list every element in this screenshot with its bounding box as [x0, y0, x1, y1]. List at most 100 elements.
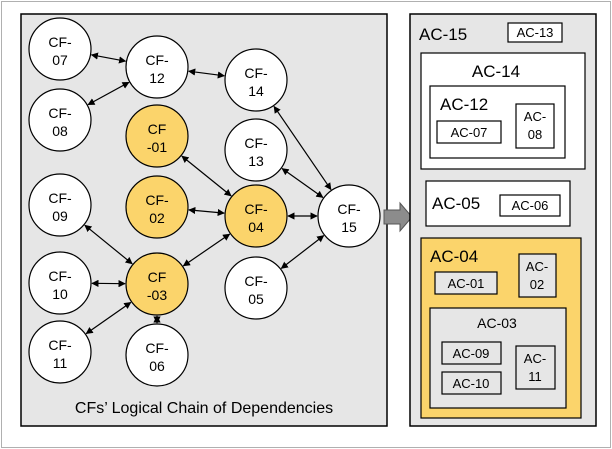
edge-cf09-cf03	[84, 224, 133, 265]
node-circle-cf08	[28, 88, 92, 152]
node-cf07: CF- 07	[28, 17, 92, 81]
ac10-box	[441, 371, 502, 395]
ac13-box	[507, 22, 563, 43]
node-label-cf10-2: 10	[52, 286, 68, 302]
ac08-label-line1: AC-	[524, 109, 546, 124]
node-label-cf12-2: 12	[149, 70, 165, 86]
node-label-cf05-1: CF-	[244, 273, 268, 289]
node-label-cf04-1: CF-	[244, 201, 268, 217]
node-circle-cf13	[224, 118, 288, 182]
node-circle-cf04	[224, 184, 288, 248]
transition-arrow-icon	[383, 201, 413, 233]
node-circle-cf03	[125, 252, 189, 316]
node-circle-cf01	[125, 104, 189, 168]
left-panel-caption: CFs’ Logical Chain of Dependencies	[75, 400, 333, 417]
edge-cf01-cf04	[181, 155, 232, 197]
ac01-box	[434, 271, 498, 295]
node-cf01: CF -01	[125, 104, 189, 168]
ac13-label: AC-13	[517, 25, 554, 40]
node-label-cf13-1: CF-	[244, 135, 268, 151]
node-label-cf13-2: 13	[248, 153, 264, 169]
ac02-label-line1: AC-	[526, 259, 548, 274]
ac02-box	[518, 253, 557, 298]
node-cf11: CF- 11	[28, 320, 92, 384]
ac11-label-line1: AC-	[524, 351, 546, 366]
ac10-label: AC-10	[453, 376, 490, 391]
ac06-box	[499, 194, 561, 217]
node-label-cf09-1: CF-	[48, 190, 72, 206]
node-cf05: CF- 05	[224, 256, 288, 320]
node-label-cf11-2: 11	[53, 355, 68, 371]
ac07-label: AC-07	[451, 125, 488, 140]
ac04-label: AC-04	[430, 247, 478, 266]
node-label-cf03-1: CF	[148, 269, 167, 285]
ac08-box	[515, 103, 555, 149]
ac02-label-line2: 02	[530, 277, 544, 292]
node-circle-cf05	[224, 256, 288, 320]
ac03-label: AC-03	[477, 315, 517, 331]
ac15-label: AC-15	[419, 25, 467, 44]
node-cf12: CF- 12	[125, 35, 189, 99]
node-label-cf07-2: 07	[52, 52, 68, 68]
ac01-label: AC-01	[448, 276, 485, 291]
ac09-box	[441, 341, 502, 365]
edge-cf04-cf03	[182, 233, 231, 267]
edge-cf08-cf12	[87, 81, 130, 106]
ac09-label: AC-09	[453, 346, 490, 361]
ac07-box	[436, 120, 502, 144]
node-cf03: CF -03	[125, 252, 189, 316]
node-label-cf15-1: CF-	[337, 201, 361, 217]
ac05-label: AC-05	[432, 194, 480, 213]
node-circle-cf10	[28, 251, 92, 315]
node-label-cf08-2: 08	[52, 123, 68, 139]
node-cf04: CF- 04	[224, 184, 288, 248]
ac11-box	[515, 345, 556, 390]
node-label-cf08-1: CF-	[48, 105, 72, 121]
dependency-edges	[84, 52, 332, 335]
node-label-cf14-1: CF-	[244, 65, 268, 81]
node-label-cf04-2: 04	[248, 219, 264, 235]
node-label-cf07-1: CF-	[48, 34, 72, 50]
node-circle-cf14	[224, 48, 288, 112]
node-label-cf06-2: 06	[149, 358, 165, 374]
node-circle-cf09	[28, 173, 92, 237]
node-label-cf10-1: CF-	[48, 268, 72, 284]
node-circle-cf12	[125, 35, 189, 99]
node-label-cf09-2: 09	[52, 208, 68, 224]
node-cf14: CF- 14	[224, 48, 288, 112]
node-cf09: CF- 09	[28, 173, 92, 237]
ac12-label: AC-12	[440, 95, 488, 114]
node-circle-cf06	[125, 323, 189, 387]
node-label-cf14-2: 14	[248, 83, 264, 99]
ac14-label: AC-14	[472, 62, 520, 81]
node-circle-cf11	[28, 320, 92, 384]
edge-cf05-cf15	[280, 235, 325, 269]
node-circle-cf02	[125, 175, 189, 239]
node-label-cf03-2: -03	[147, 287, 167, 303]
node-circle-cf15	[317, 184, 381, 248]
node-label-cf01-1: CF	[148, 121, 167, 137]
edge-cf11-cf03	[85, 301, 132, 335]
node-cf13: CF- 13	[224, 118, 288, 182]
ac08-label-line2: 08	[528, 127, 542, 142]
node-label-cf05-2: 05	[248, 291, 264, 307]
node-cf10: CF- 10	[28, 251, 92, 315]
node-label-cf01-2: -01	[147, 139, 167, 155]
ac11-label-line2: 11	[528, 369, 542, 384]
node-circle-cf07	[28, 17, 92, 81]
node-label-cf02-1: CF-	[145, 192, 169, 208]
node-cf15: CF- 15	[317, 184, 381, 248]
edge-cf12-cf14	[188, 68, 225, 79]
node-label-cf12-1: CF-	[145, 52, 169, 68]
edge-cf07-cf12	[90, 52, 127, 64]
node-label-cf15-2: 15	[341, 219, 357, 235]
node-label-cf06-1: CF-	[145, 340, 169, 356]
node-label-cf02-2: 02	[149, 210, 165, 226]
edge-cf02-cf04	[188, 206, 225, 217]
node-cf06: CF- 06	[125, 323, 189, 387]
node-cf08: CF- 08	[28, 88, 92, 152]
node-label-cf11-1: CF-	[48, 337, 72, 353]
